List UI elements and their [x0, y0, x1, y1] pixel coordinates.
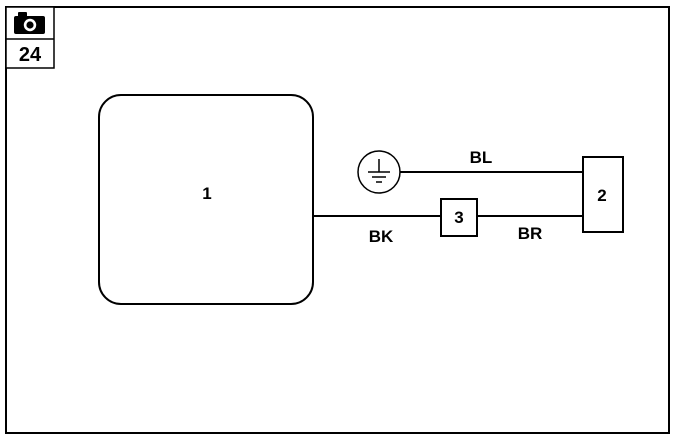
page-badge: 24 — [5, 6, 55, 69]
component-1-label: 1 — [202, 184, 211, 203]
ground-icon — [357, 150, 401, 194]
camera-icon — [14, 12, 45, 34]
component-2-box — [582, 156, 624, 233]
page-number: 24 — [19, 44, 42, 66]
component-2-label: 2 — [597, 186, 606, 205]
wire-bk-label: BK — [369, 227, 394, 246]
diagram-frame — [5, 6, 670, 434]
component-3-label: 3 — [454, 208, 463, 227]
wire-br-label: BR — [518, 224, 543, 243]
component-1-box — [98, 94, 314, 305]
component-3-box — [440, 198, 478, 237]
wire-bl-label: BL — [470, 148, 493, 167]
